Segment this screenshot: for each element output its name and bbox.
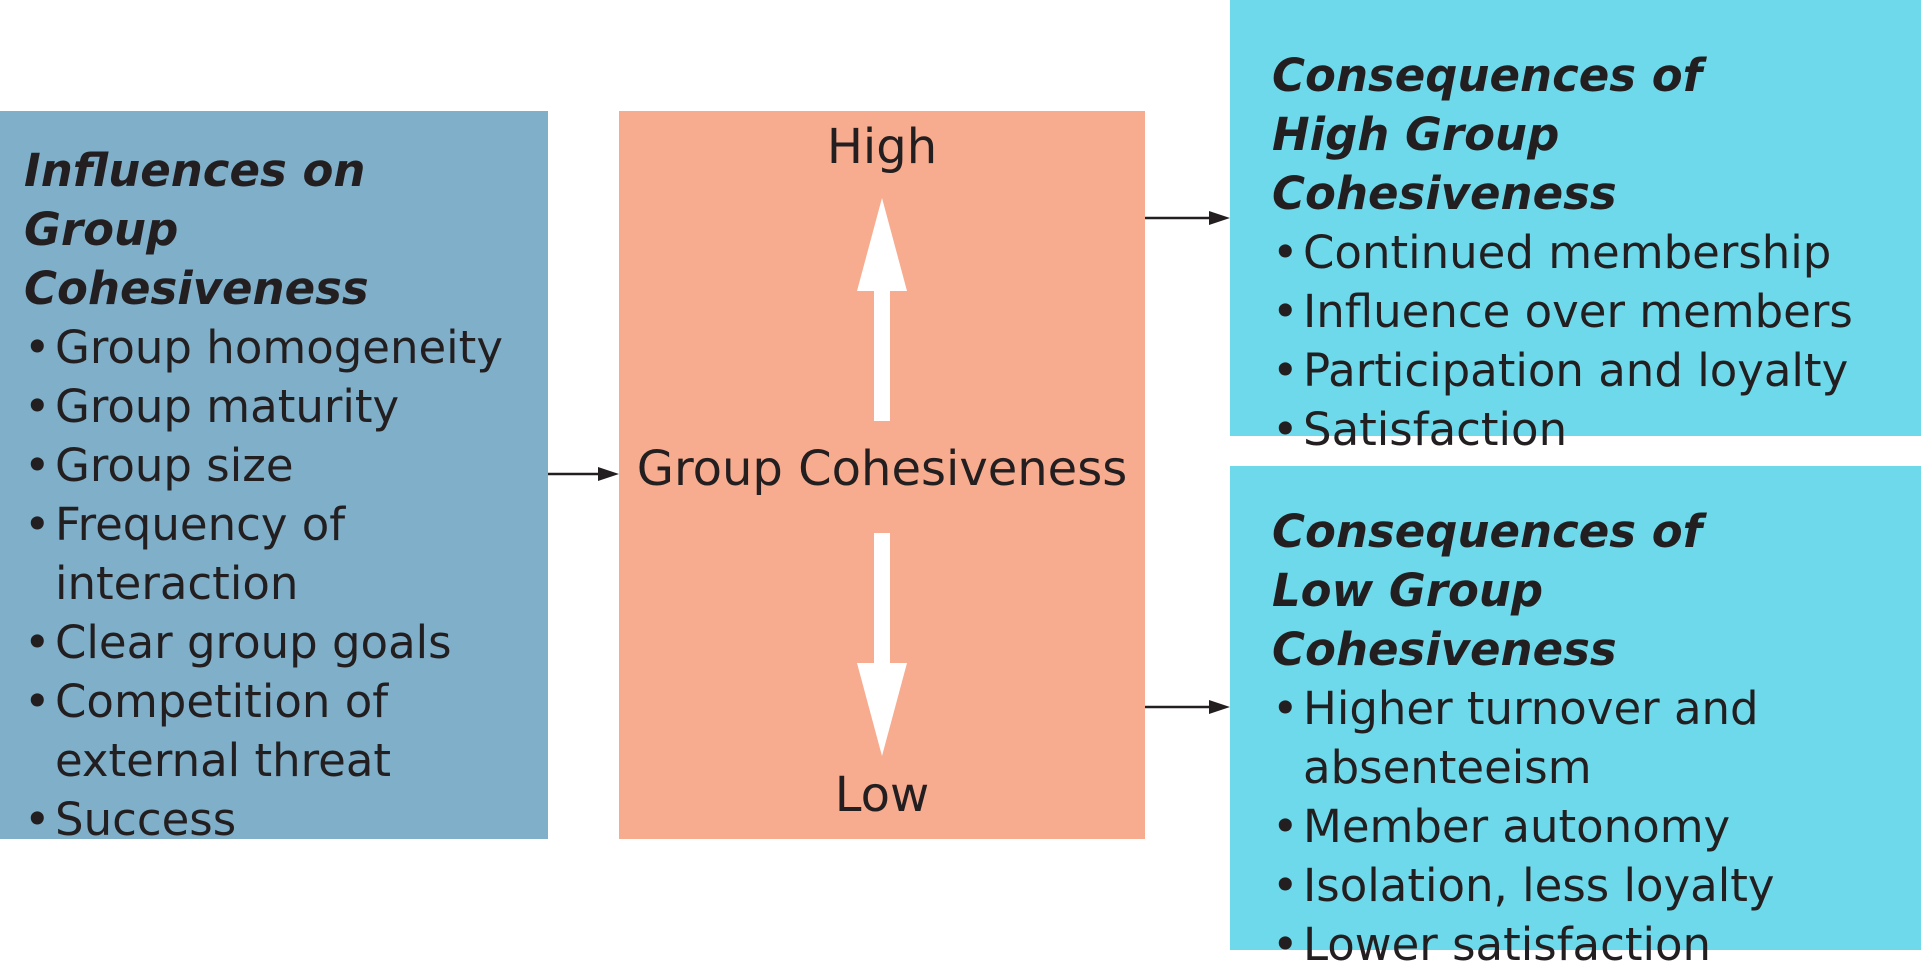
low-consequence-item: Higher turnover and absenteeism <box>1272 679 1921 797</box>
group-cohesiveness-label: Group Cohesiveness <box>636 441 1128 497</box>
low-consequence-item: Member autonomy <box>1272 797 1921 856</box>
high-consequences-box: Consequences of High Group Cohesiveness … <box>1230 0 1921 459</box>
influences-to-cohesiveness-arrow <box>548 467 619 481</box>
low-consequences-list: Higher turnover and absenteeism Member a… <box>1272 679 1921 974</box>
influence-item: Clear group goals <box>24 613 548 672</box>
influence-item: Group homogeneity <box>24 318 548 377</box>
low-consequence-item: Lower satisfaction <box>1272 915 1921 974</box>
influence-item: Group size <box>24 436 548 495</box>
group-cohesiveness-box: High Group Cohesiveness Low <box>619 111 1145 839</box>
cohesiveness-to-low-arrow <box>1145 700 1230 714</box>
influences-list: Group homogeneity Group maturity Group s… <box>24 318 548 849</box>
influences-box: Influences on Group Cohesiveness Group h… <box>0 111 548 849</box>
influence-item: Group maturity <box>24 377 548 436</box>
cohesiveness-to-high-arrow <box>1145 211 1230 225</box>
high-consequences-title: Consequences of High Group Cohesiveness <box>1272 49 1703 220</box>
influence-item: Competition of external threat <box>24 672 548 790</box>
high-consequence-item: Satisfaction <box>1272 400 1921 459</box>
low-label: Low <box>834 767 930 823</box>
influences-title: Influences on Group Cohesiveness <box>24 144 369 315</box>
low-consequence-item: Isolation, less loyalty <box>1272 856 1921 915</box>
low-consequences-title: Consequences of Low Group Cohesiveness <box>1272 505 1703 676</box>
high-consequence-item: Participation and loyalty <box>1272 341 1921 400</box>
high-consequence-item: Continued membership <box>1272 223 1921 282</box>
influence-item: Frequency of interaction <box>24 495 548 613</box>
high-label: High <box>826 119 938 175</box>
high-consequences-list: Continued membership Influence over memb… <box>1272 223 1921 459</box>
influence-item: Success <box>24 790 548 849</box>
low-consequences-box: Consequences of Low Group Cohesiveness H… <box>1230 466 1921 974</box>
high-consequence-item: Influence over members <box>1272 282 1921 341</box>
